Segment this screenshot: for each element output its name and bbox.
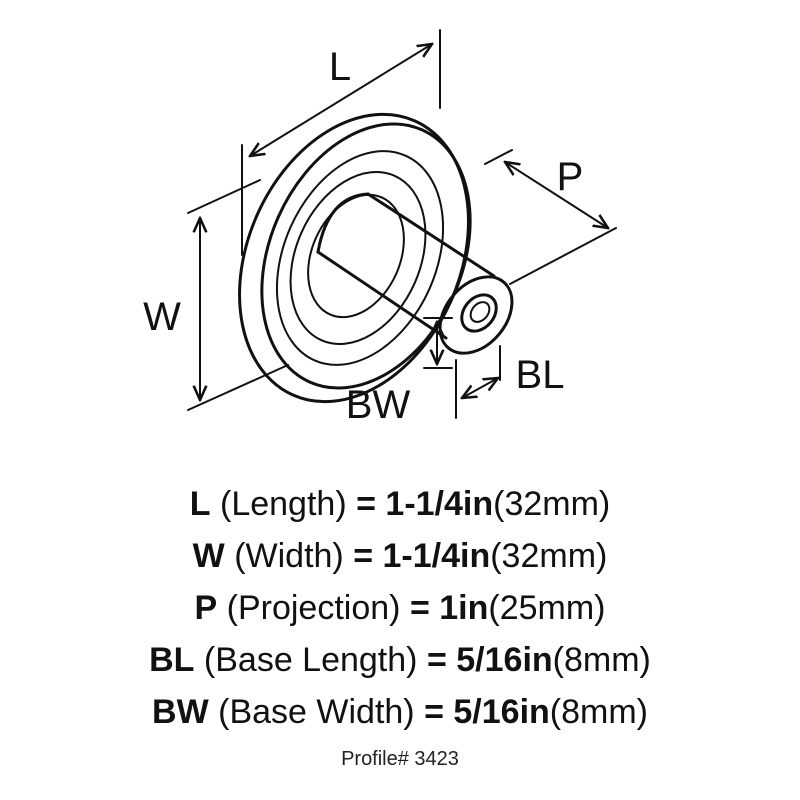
spec-metric: (32mm) (493, 485, 611, 523)
spec-value: 1-1/4in (385, 485, 494, 523)
spec-key: P (194, 589, 218, 627)
spec-key: L (189, 485, 211, 523)
dimension-label-base-length: BL (516, 353, 565, 397)
spec-equals: = (356, 485, 376, 523)
spec-list: L (Length) = 1-1/4in(32mm) W (Width) = 1… (0, 478, 800, 738)
profile-number: Profile# 3423 (341, 748, 459, 770)
spec-metric: (25mm) (488, 589, 606, 627)
spec-metric: (8mm) (549, 693, 648, 731)
spec-name: (Length) (220, 485, 347, 523)
spec-equals: = (353, 537, 374, 575)
spec-row-projection: P (Projection) = 1in(25mm) (0, 582, 800, 634)
spec-value: 5/16in (453, 693, 550, 731)
spec-value: 1in (439, 589, 489, 627)
spec-metric: (32mm) (490, 537, 608, 575)
dimension-label-base-width: BW (346, 383, 411, 427)
spec-value: 5/16in (456, 641, 553, 679)
dimension-label-length: L (329, 45, 351, 89)
spec-name: (Base Length) (203, 641, 418, 679)
spec-name: (Width) (234, 537, 344, 575)
spec-value: 1-1/4in (382, 537, 491, 575)
spec-row-base-width: BW (Base Width) = 5/16in(8mm) (0, 686, 800, 738)
dimension-label-width: W (143, 295, 181, 339)
spec-key: W (192, 537, 225, 575)
spec-row-length: L (Length) = 1-1/4in(32mm) (0, 478, 800, 530)
spec-row-width: W (Width) = 1-1/4in(32mm) (0, 530, 800, 582)
dimension-width: W (143, 179, 289, 411)
dimension-base-width: BW (346, 317, 453, 427)
knob-stem (316, 192, 514, 355)
dimension-label-projection: P (557, 155, 584, 199)
knob-diagram: L W P BW BL (143, 29, 617, 427)
spec-equals: = (426, 641, 447, 679)
dimension-projection: P (484, 149, 617, 285)
spec-key: BL (149, 641, 195, 679)
spec-equals: = (409, 589, 430, 627)
spec-name: (Projection) (226, 589, 401, 627)
dimension-base-length: BL (455, 345, 565, 419)
spec-row-base-length: BL (Base Length) = 5/16in(8mm) (0, 634, 800, 686)
dimension-length: L (241, 29, 441, 256)
spec-key: BW (152, 693, 209, 731)
spec-name: (Base Width) (218, 693, 415, 731)
spec-equals: = (424, 693, 444, 731)
spec-metric: (8mm) (552, 641, 651, 679)
